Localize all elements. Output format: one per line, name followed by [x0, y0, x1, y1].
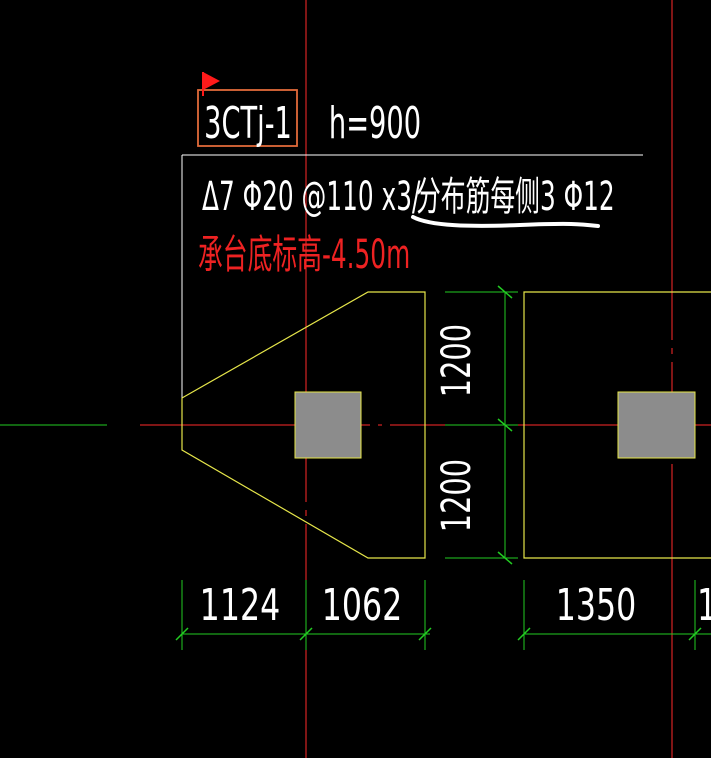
dim-vertical-lower: 1200: [434, 459, 480, 532]
pile-cap-outline-right[interactable]: [523, 291, 711, 559]
horizontal-dimension-tick-3: [418, 627, 432, 641]
elevation-note: 承台底标高-4.50m: [198, 231, 410, 278]
rebar-note-distribution: 分布筋每侧3 Φ12: [416, 173, 615, 220]
dim-horizontal-4-partial: 10: [697, 580, 711, 632]
dim-horizontal-2: 1062: [322, 580, 403, 632]
dim-vertical-upper: 1200: [434, 324, 480, 397]
flag-banner: [203, 72, 220, 90]
rebar-note-main: Δ7 Φ20 @110 x3/: [202, 173, 421, 220]
rebar-note-underline-annotation: [411, 215, 600, 228]
vertical-dimension: 1200 1200: [434, 285, 518, 565]
column-left[interactable]: [294, 391, 362, 459]
horizontal-dimension-tick-1: [175, 627, 189, 641]
rebar-note: Δ7 Φ20 @110 x3/ 分布筋每侧3 Φ12: [202, 173, 615, 228]
horizontal-dimension-tick-5: [688, 627, 702, 641]
title-height: h=900: [329, 97, 421, 149]
vertical-dimension-tick-top: [497, 285, 513, 299]
vertical-dimension-tick-bottom: [497, 551, 513, 565]
note-leader: [181, 154, 643, 398]
title-highlight-box[interactable]: [197, 89, 298, 147]
column-right[interactable]: [617, 391, 696, 459]
pile-cap-outline-left[interactable]: [181, 291, 426, 559]
horizontal-dimension-tick-4: [517, 627, 531, 641]
title-label[interactable]: 3CTj-1: [204, 97, 292, 149]
horizontal-dimension: 1124 1062 1350 10: [175, 580, 711, 650]
vertical-dimension-tick-mid: [497, 418, 513, 432]
dim-horizontal-3: 1350: [556, 580, 637, 632]
horizontal-dimension-tick-2: [299, 627, 313, 641]
dim-horizontal-1: 1124: [200, 580, 281, 632]
title-block: 3CTj-1 h=900: [197, 72, 421, 149]
flag-icon[interactable]: [202, 72, 220, 96]
